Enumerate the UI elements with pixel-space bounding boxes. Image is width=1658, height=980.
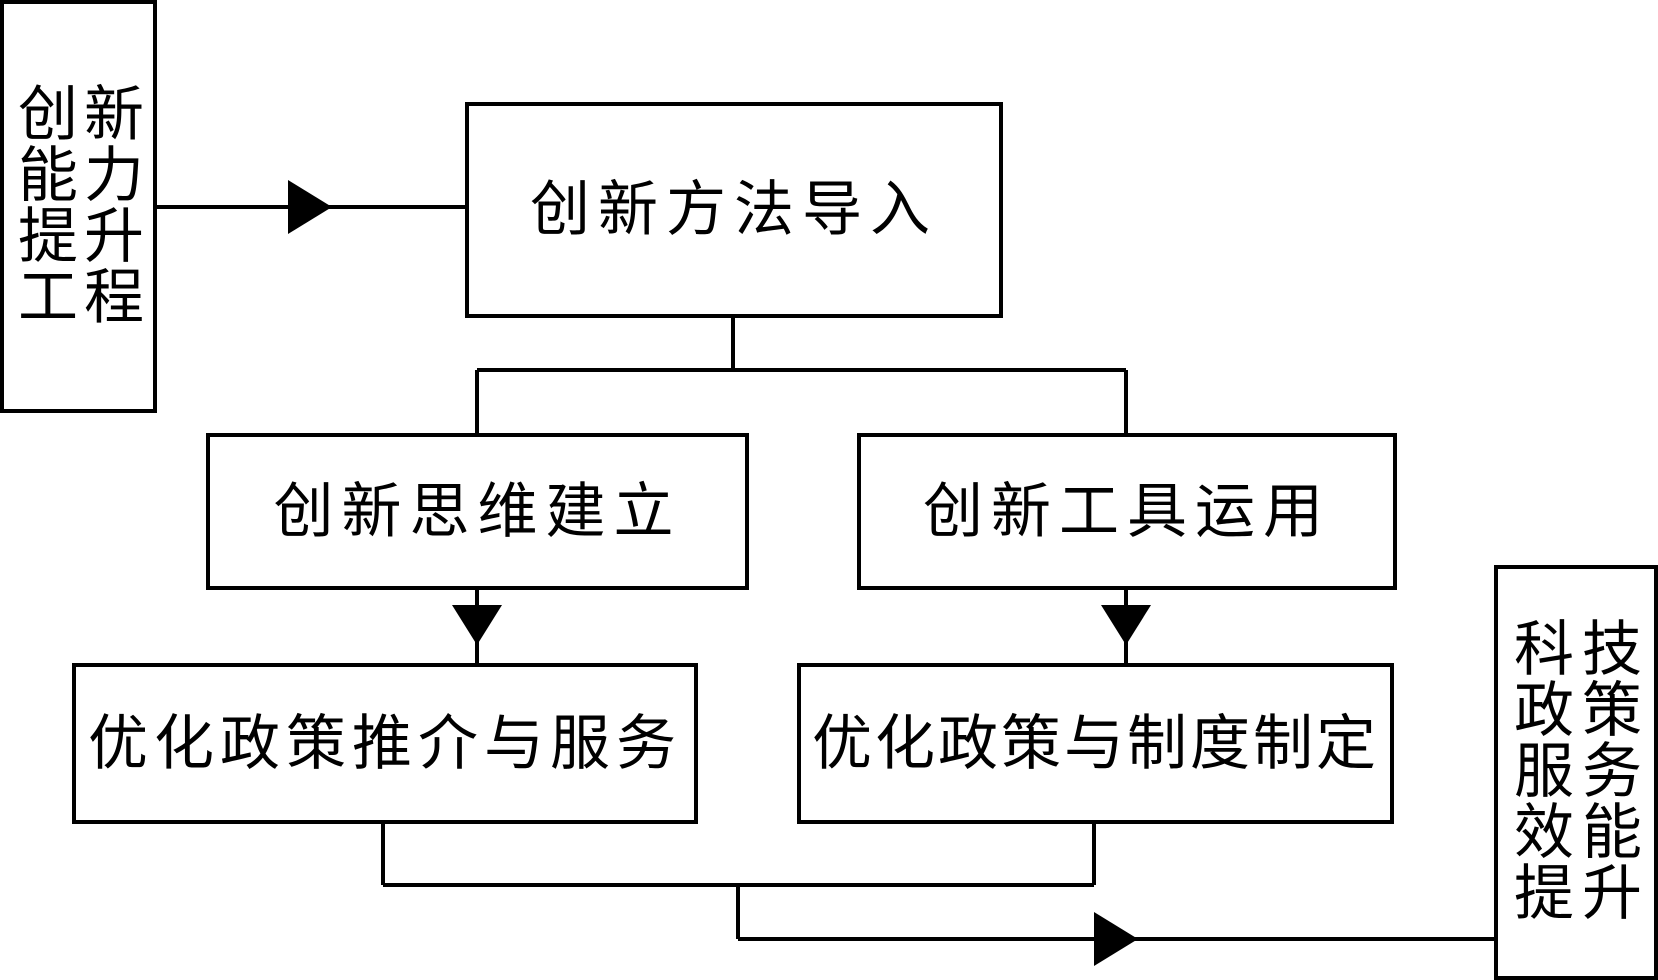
bottom-left-box: 优化政策推介与服务 bbox=[72, 663, 698, 824]
right-side-char: 升 bbox=[1582, 859, 1642, 929]
bottom-left-box-label: 优化政策推介与服务 bbox=[88, 708, 682, 779]
bottom-right-box: 优化政策与制度制定 bbox=[797, 663, 1394, 824]
mid-left-box-label: 创新思维建立 bbox=[273, 476, 682, 547]
left-side-char: 程 bbox=[84, 262, 144, 333]
right-side-char: 能 bbox=[1582, 798, 1642, 868]
left-side-char: 提 bbox=[18, 201, 78, 272]
right-side-char: 提 bbox=[1514, 859, 1574, 929]
left-side-box: 创 能 提 工 新 力 升 程 bbox=[0, 0, 157, 413]
left-side-char: 升 bbox=[84, 201, 144, 272]
left-side-col2: 新 力 升 程 bbox=[84, 4, 144, 409]
right-side-col2: 技 策 务 能 升 bbox=[1582, 569, 1642, 976]
arrowhead-right-top bbox=[288, 180, 332, 234]
right-side-char: 技 bbox=[1582, 615, 1642, 685]
top-box-label: 创新方法导入 bbox=[530, 175, 938, 245]
right-side-box: 科 政 服 效 提 技 策 务 能 升 bbox=[1494, 565, 1658, 980]
right-side-col1: 科 政 服 效 提 bbox=[1514, 569, 1574, 976]
left-side-char: 力 bbox=[84, 140, 144, 211]
right-side-char: 效 bbox=[1514, 798, 1574, 868]
right-side-char: 政 bbox=[1514, 676, 1574, 746]
left-side-col1: 创 能 提 工 bbox=[18, 4, 78, 409]
arrowhead-down-right bbox=[1101, 605, 1151, 645]
bottom-right-box-label: 优化政策与制度制定 bbox=[812, 708, 1379, 779]
right-side-char: 服 bbox=[1514, 737, 1574, 807]
right-side-char: 科 bbox=[1514, 615, 1574, 685]
right-side-char: 务 bbox=[1582, 737, 1642, 807]
left-side-char: 能 bbox=[18, 140, 78, 211]
left-side-char: 工 bbox=[18, 262, 78, 333]
mid-right-box-label: 创新工具运用 bbox=[923, 476, 1331, 547]
left-side-char: 创 bbox=[18, 79, 78, 150]
top-box: 创新方法导入 bbox=[465, 102, 1003, 318]
arrowhead-right-bottom bbox=[1094, 912, 1138, 966]
left-side-char: 新 bbox=[84, 79, 144, 150]
mid-right-box: 创新工具运用 bbox=[857, 433, 1397, 590]
right-side-char: 策 bbox=[1582, 676, 1642, 746]
mid-left-box: 创新思维建立 bbox=[206, 433, 749, 590]
arrowhead-down-left bbox=[452, 605, 502, 645]
